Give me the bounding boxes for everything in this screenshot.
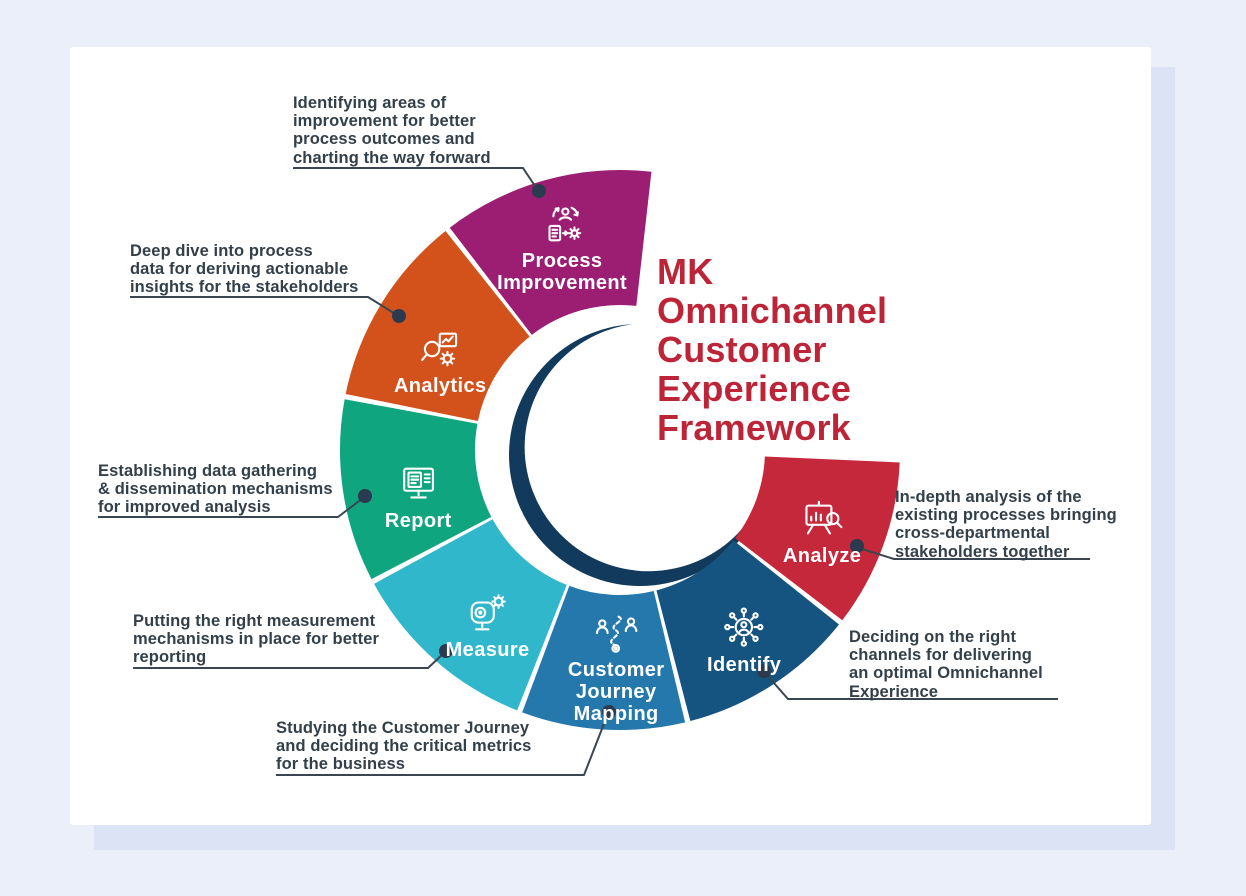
- title-line: MK: [657, 251, 714, 292]
- annotation-process-improvement: Identifying areas of improvement for bet…: [293, 94, 491, 167]
- donut-segment-analytics: [345, 231, 530, 421]
- leader-line-analytics: [130, 296, 398, 316]
- leader-line-identify: [765, 673, 1058, 700]
- chart-title: MK Omnichannel Customer Experience Frame…: [657, 252, 887, 447]
- annotation-analyze: In-depth analysis of the existing proces…: [895, 488, 1117, 561]
- leader-line-process-improvement: [293, 167, 538, 190]
- annotation-measure: Putting the right measurement mechanisms…: [133, 612, 379, 667]
- donut-segment-customer-journey-mapping: [522, 585, 686, 731]
- leader-line-analyze: [858, 547, 1090, 560]
- leader-dot-process-improvement: [532, 184, 546, 198]
- title-line: Customer: [657, 329, 827, 370]
- leader-dot-analyze: [850, 539, 864, 553]
- leader-dot-analytics: [392, 309, 406, 323]
- leader-layer: [98, 167, 1090, 776]
- title-line: Framework: [657, 407, 851, 448]
- donut-segment-process-improvement: [449, 170, 652, 335]
- annotation-report: Establishing data gathering & disseminat…: [98, 462, 333, 517]
- annotation-identify: Deciding on the right channels for deliv…: [849, 628, 1043, 701]
- leader-dot-measure: [439, 644, 453, 658]
- title-line: Omnichannel: [657, 290, 888, 331]
- leader-dot-identify: [757, 664, 771, 678]
- leader-dot-customer-journey-mapping: [602, 705, 616, 719]
- annotation-customer-journey-mapping: Studying the Customer Journey and decidi…: [276, 719, 532, 774]
- donut-segment-analyze: [735, 456, 900, 621]
- title-line: Experience: [657, 368, 852, 409]
- leader-line-report: [98, 497, 364, 518]
- leader-dot-report: [358, 489, 372, 503]
- leader-line-measure: [133, 652, 445, 669]
- leader-line-customer-journey-mapping: [276, 715, 608, 776]
- annotation-analytics: Deep dive into process data for deriving…: [130, 242, 359, 297]
